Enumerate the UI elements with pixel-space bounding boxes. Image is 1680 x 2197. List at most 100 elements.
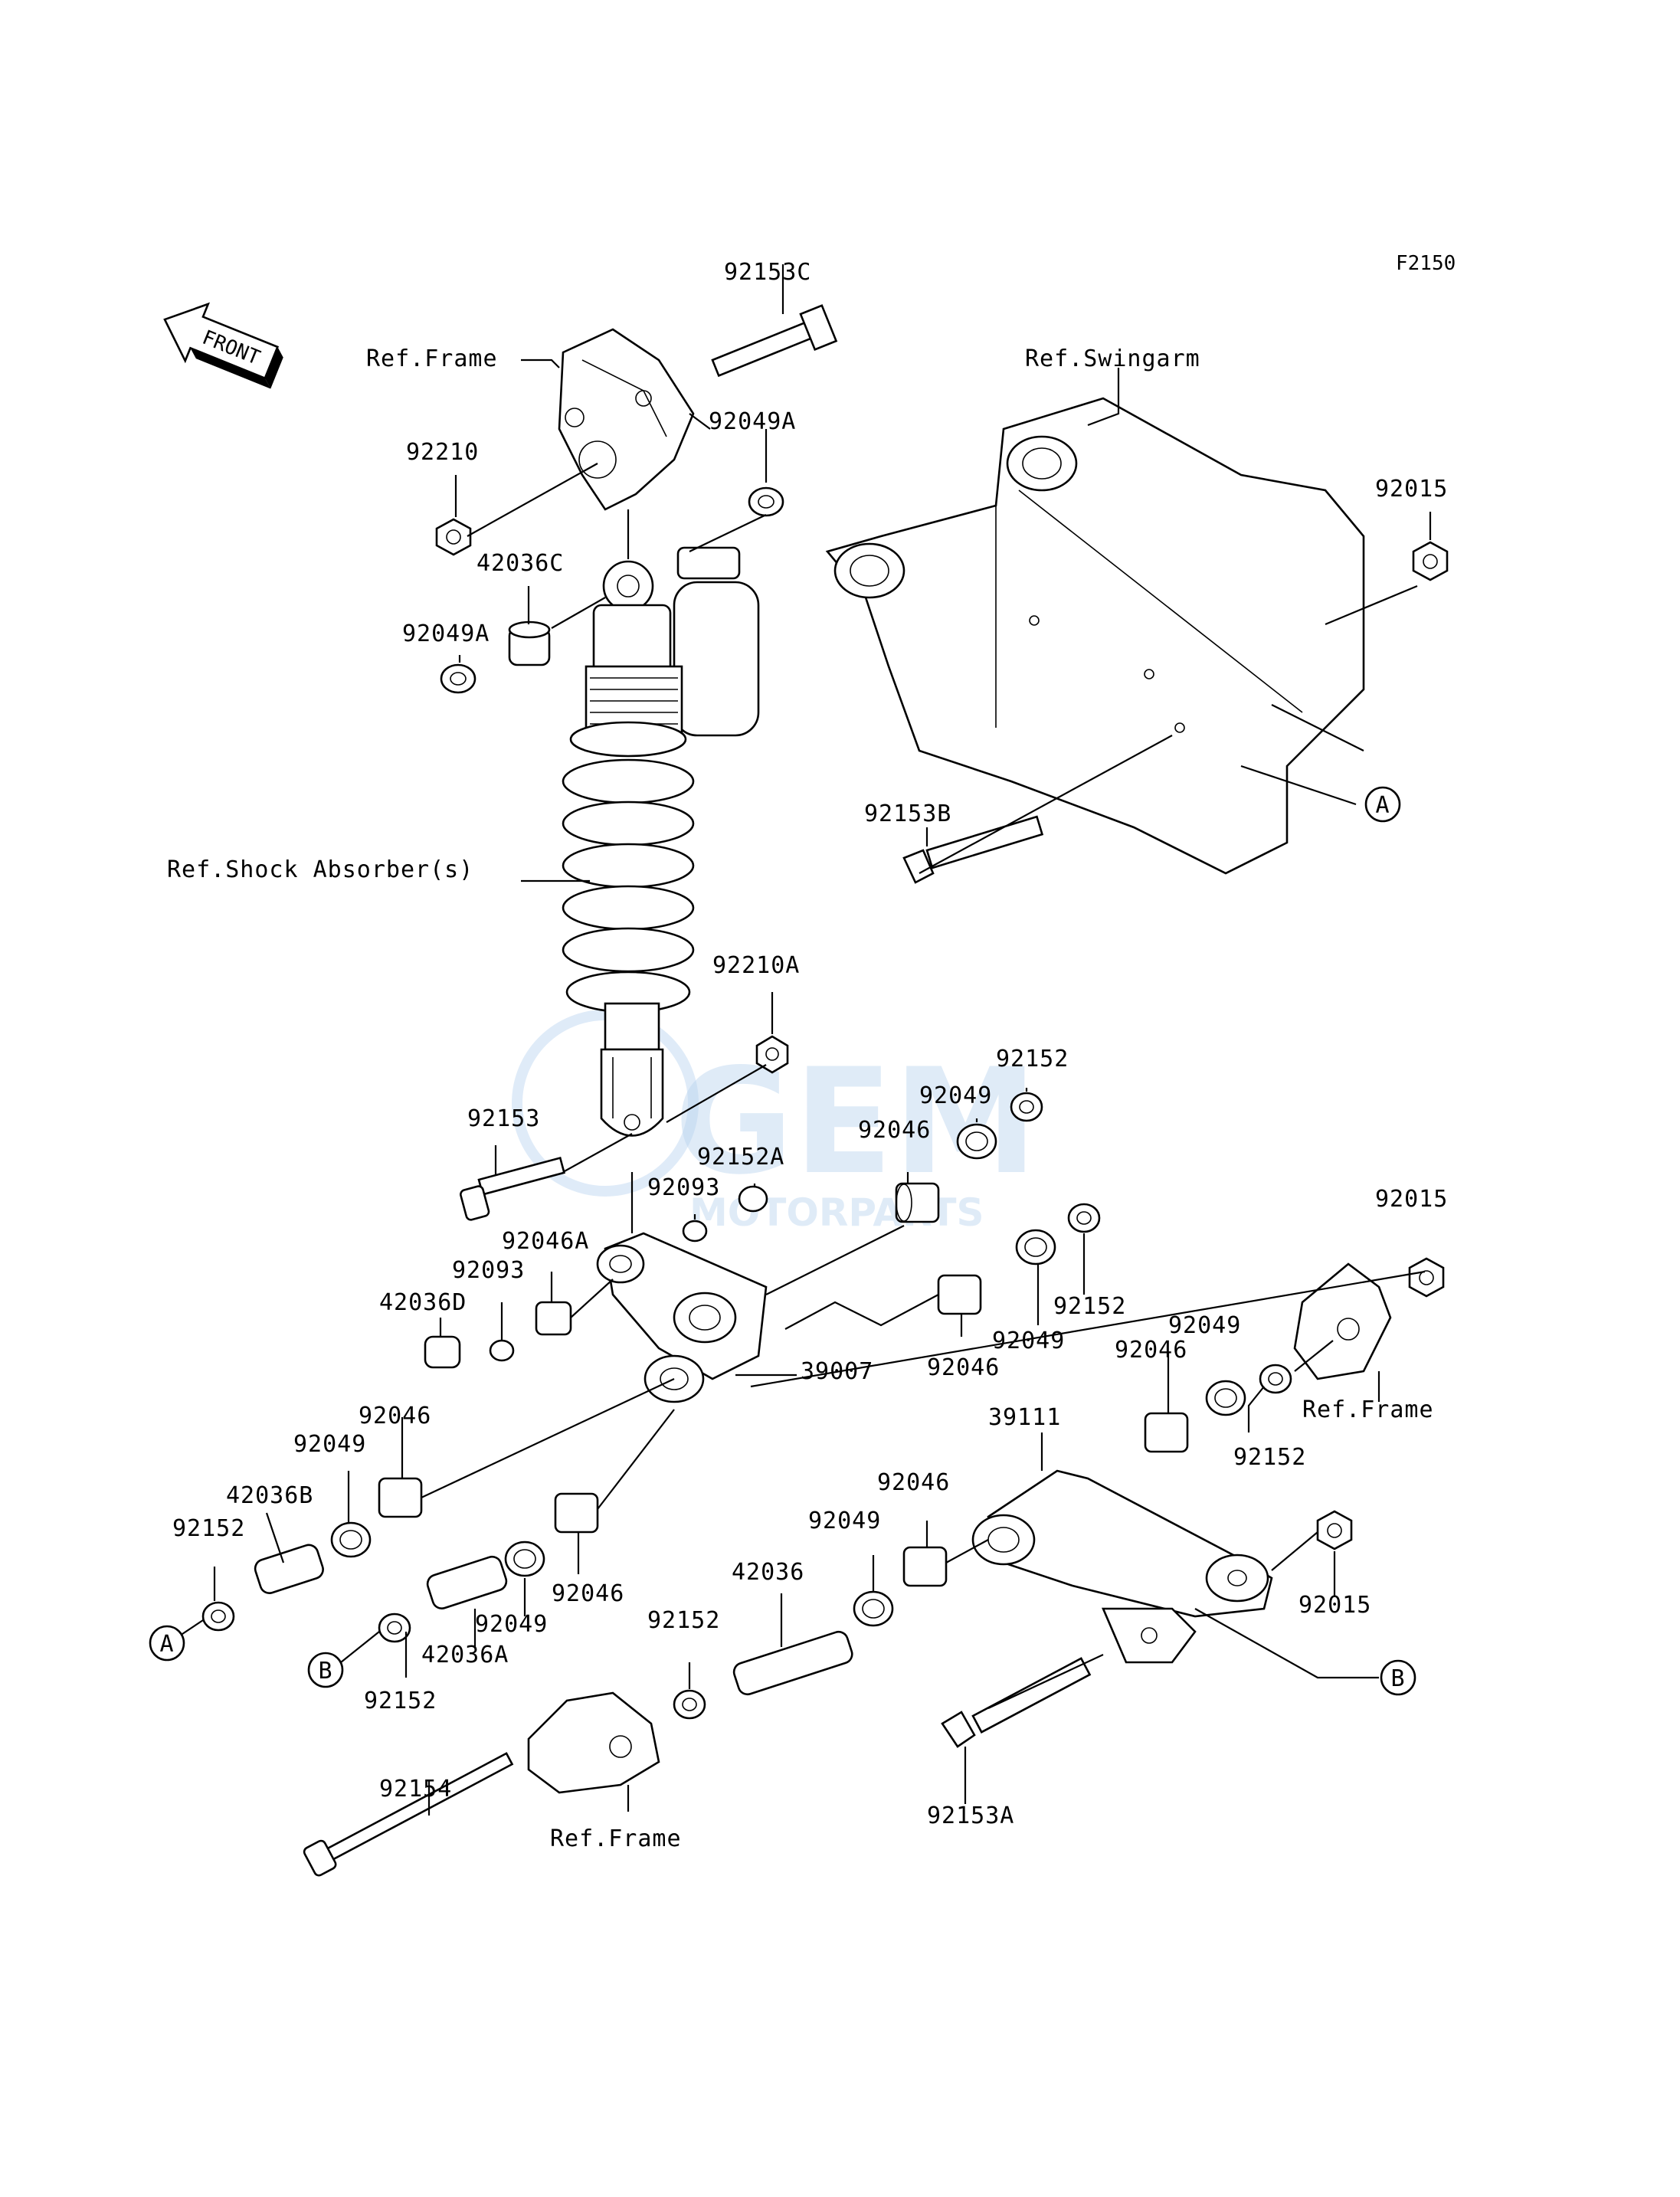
collar-42036	[732, 1630, 853, 1696]
leader-lines	[179, 264, 1432, 1816]
label-ref-shock: Ref.Shock Absorber(s)	[167, 856, 473, 883]
rocker-arm-39007	[596, 1232, 768, 1403]
svg-text:B: B	[318, 1658, 332, 1685]
label-92210: 92210	[406, 439, 479, 466]
label-92046-c: 92046	[927, 1354, 1000, 1381]
label-92046-a: 92046	[858, 1117, 931, 1144]
shaft-92154	[303, 1752, 514, 1877]
nut-92015-bottom	[1316, 1510, 1353, 1550]
bearing-92046-f	[902, 1546, 948, 1587]
label-92154: 92154	[379, 1776, 452, 1802]
washer-92152-b	[1067, 1203, 1101, 1233]
label-92046-e: 92046	[877, 1469, 950, 1496]
bearing-92046-c	[378, 1477, 423, 1518]
label-92152-c: 92152	[1233, 1444, 1306, 1471]
label-92152-f: 92152	[364, 1688, 437, 1714]
swingarm	[825, 397, 1365, 875]
bolt-92153b	[902, 815, 1044, 884]
washer-92152-a	[1010, 1092, 1043, 1122]
nut-92210	[435, 518, 472, 556]
label-ref-frame-top: Ref.Frame	[366, 345, 498, 372]
bolt-92153a	[941, 1657, 1092, 1748]
washer-92049a-top	[748, 486, 784, 517]
label-ref-frame-bottom: Ref.Frame	[550, 1825, 682, 1852]
frame-mount-top	[558, 328, 695, 511]
label-42036b: 42036B	[226, 1482, 313, 1509]
label-92153c: 92153C	[724, 259, 811, 286]
label-92093-b: 92093	[452, 1257, 525, 1284]
frame-mount-right	[1293, 1262, 1392, 1380]
washer-92049-d	[504, 1541, 545, 1577]
label-39111: 39111	[988, 1404, 1061, 1431]
bolt-92153c	[711, 304, 838, 378]
label-92049-e: 92049	[808, 1508, 881, 1534]
svg-text:A: A	[159, 1631, 174, 1658]
front-arrow-icon: FRONT	[163, 302, 283, 389]
svg-text:MOTORPARTS: MOTORPARTS	[689, 1190, 984, 1235]
label-ref-swingarm: Ref.Swingarm	[1025, 345, 1200, 372]
label-92049-a: 92049	[919, 1082, 992, 1109]
seal-92093-a	[682, 1220, 708, 1243]
label-92049-b: 92049	[992, 1328, 1065, 1354]
washer-92049-c	[330, 1521, 372, 1558]
collar-92152a	[738, 1185, 768, 1213]
washer-92049-b	[1015, 1229, 1056, 1265]
bearing-92046-d	[554, 1492, 599, 1534]
label-92046a: 92046A	[502, 1228, 589, 1255]
label-92049a-left: 92049A	[402, 620, 490, 647]
nut-92210a	[755, 1035, 789, 1074]
label-92153a: 92153A	[927, 1802, 1014, 1829]
bearing-92046a	[535, 1301, 572, 1336]
collar-42036d	[424, 1335, 461, 1369]
washer-92152-d	[378, 1613, 411, 1643]
washer-92049a-left	[440, 663, 476, 694]
washer-92049-f	[853, 1590, 894, 1627]
label-92049a-top: 92049A	[709, 408, 796, 435]
label-92153: 92153	[467, 1105, 540, 1132]
label-92152-b: 92152	[1053, 1293, 1126, 1320]
label-42036a: 42036A	[421, 1642, 509, 1668]
svg-text:B: B	[1390, 1665, 1405, 1692]
washer-92049-e	[1205, 1380, 1246, 1416]
label-92046-d: 92046	[1115, 1337, 1187, 1364]
seal-92093-b	[489, 1339, 515, 1362]
collar-42036c	[508, 620, 551, 666]
label-92015-top: 92015	[1375, 476, 1448, 503]
label-92152-d: 92152	[172, 1515, 245, 1542]
label-92210a: 92210A	[712, 952, 800, 979]
label-92093-a: 92093	[647, 1174, 720, 1201]
ref-marker-a-left: A	[149, 1625, 185, 1662]
diagram-code: F2150	[1396, 252, 1456, 275]
label-92049-c: 92049	[1168, 1312, 1241, 1339]
washer-92152-c	[201, 1601, 235, 1632]
collar-42036b	[254, 1544, 324, 1594]
frame-mount-bottom	[527, 1691, 660, 1794]
shock-absorber	[562, 546, 760, 1137]
nut-92015-top	[1412, 541, 1449, 581]
label-92152-e: 92152	[647, 1607, 720, 1634]
label-92046-f: 92046	[552, 1580, 624, 1607]
ref-marker-b-left: B	[307, 1652, 344, 1688]
label-42036: 42036	[732, 1559, 804, 1586]
label-92049-d: 92049	[293, 1431, 366, 1458]
nut-92015-right	[1408, 1257, 1445, 1298]
bearing-92046-b	[937, 1274, 982, 1315]
label-92015-right: 92015	[1375, 1186, 1448, 1213]
collar-42036a	[426, 1555, 508, 1609]
bolt-92153	[460, 1156, 566, 1221]
label-92152a: 92152A	[697, 1144, 784, 1171]
washer-92152-f	[673, 1689, 706, 1720]
label-92046-b: 92046	[359, 1403, 431, 1429]
callout-labels: Ref.Frame Ref.Swingarm Ref.Shock Absorbe…	[167, 259, 1448, 1852]
washer-92049-a	[956, 1123, 997, 1160]
ref-marker-b-right: B	[1380, 1659, 1416, 1696]
label-42036d: 42036D	[379, 1289, 467, 1316]
svg-text:A: A	[1375, 792, 1390, 819]
label-39007: 39007	[801, 1358, 873, 1385]
label-92015-bottom: 92015	[1298, 1592, 1371, 1619]
bearing-92046-a	[895, 1182, 940, 1223]
label-92049-f: 92049	[475, 1611, 548, 1638]
bearing-92046-e	[1144, 1412, 1189, 1453]
washer-92152-e	[1259, 1364, 1292, 1394]
